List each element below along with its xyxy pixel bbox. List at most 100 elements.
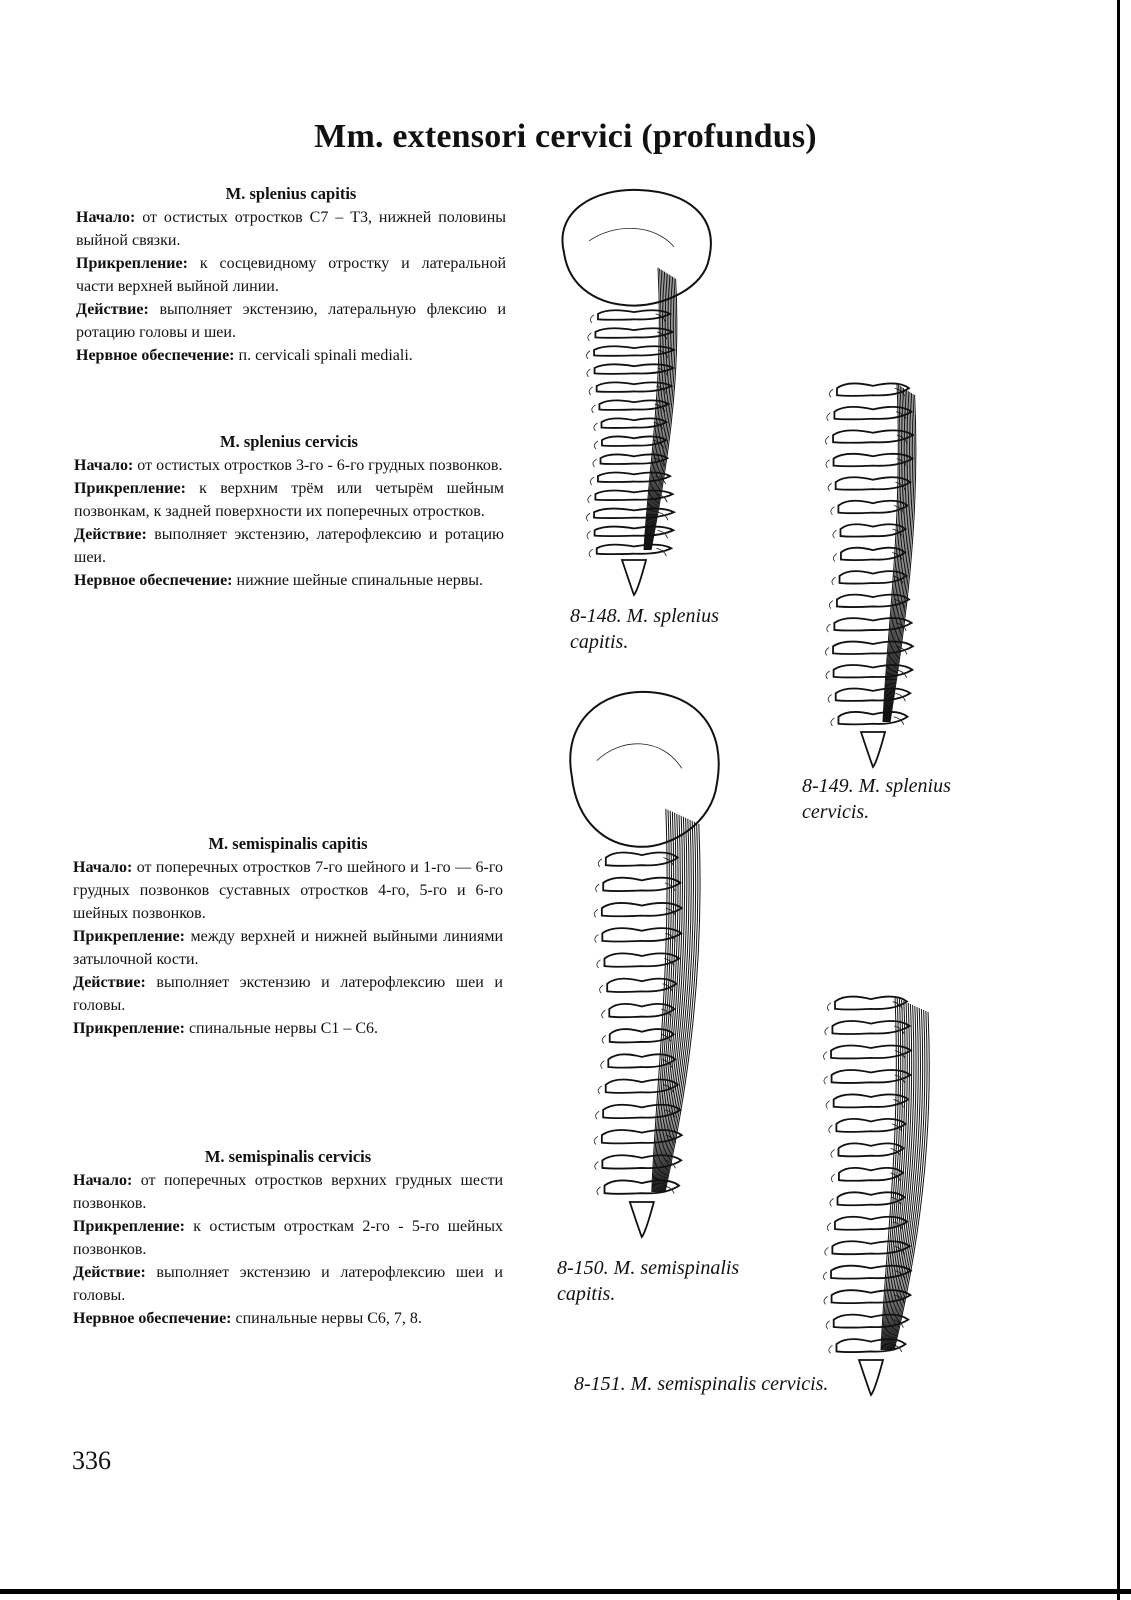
muscle-fibre	[890, 1007, 921, 1351]
caption-line: 8-151. M. semispinalis cervicis.	[574, 1373, 829, 1395]
page-title: Mm. extensori cervici (profundus)	[314, 118, 817, 155]
row-text: спинальные нервы С1 – С6.	[184, 1020, 378, 1037]
section-row: Прикрепление: спинальные нервы С1 – С6.	[73, 1017, 503, 1040]
caption-line: 8-148. M. splenius	[570, 605, 719, 627]
muscle-fibre	[891, 1008, 924, 1351]
row-text: спинальные нервы С6, 7, 8.	[231, 1310, 422, 1327]
row-text: от остистых отростков 3-го - 6-го грудны…	[133, 457, 503, 474]
muscle-fibre	[886, 390, 911, 723]
muscle-fibre	[884, 386, 904, 723]
muscle-fibre	[884, 1001, 908, 1351]
vertebra-process	[827, 692, 906, 703]
muscle-fibre	[888, 1005, 917, 1351]
muscle-fibre	[887, 1004, 915, 1351]
muscle-fibre	[644, 268, 662, 551]
row-label: Прикрепление:	[73, 928, 185, 945]
page-number: 336	[72, 1446, 111, 1475]
vertebra-process	[830, 716, 905, 727]
vertebra-shape	[608, 1002, 676, 1019]
spine-tail	[857, 1359, 885, 1397]
muscle-fibre	[653, 811, 675, 1193]
figure-semispinalis-capitis	[569, 690, 720, 1239]
caption-line: 8-149. M. splenius	[802, 775, 951, 797]
skull-shape	[569, 690, 720, 848]
muscle-fibre	[885, 388, 907, 723]
section-heading: M. semispinalis capitis	[208, 834, 368, 853]
muscle-fibre	[659, 817, 688, 1193]
row-text: от остистых отростков С7 – Т3, нижней по…	[76, 209, 506, 249]
muscle-fibre	[882, 998, 902, 1351]
skull-contour	[596, 743, 683, 769]
spine-tail	[620, 559, 648, 597]
muscle-fibre	[644, 269, 663, 551]
muscle-fibre	[886, 389, 909, 723]
vertebra-shape	[608, 1028, 676, 1044]
figure-splenius-cervicis	[825, 382, 917, 769]
row-text: от поперечных отростков верхних грудных …	[73, 1172, 503, 1212]
muscle-fibre	[655, 813, 679, 1193]
vertebra-process	[588, 547, 667, 558]
section-row: Действие: выполняет экстензию, латеральн…	[76, 298, 506, 344]
vertebra-shape	[603, 952, 681, 968]
figure-caption: 8-150. M. semispinalis capitis.	[557, 1255, 739, 1307]
section-row: Прикрепление: к верхним трём или четырём…	[74, 477, 504, 523]
muscle-fibre	[646, 271, 667, 551]
vertebra-shape	[837, 1142, 905, 1158]
figure-splenius-capitis	[561, 188, 712, 597]
row-label: Начало:	[73, 859, 133, 876]
figure-semispinalis-cervicis	[823, 995, 930, 1397]
section-splenius-cervicis: M. splenius cervicis Начало: от остистых…	[74, 430, 504, 592]
row-label: Начало:	[74, 457, 134, 474]
muscle-fibre	[653, 810, 673, 1193]
section-row: Прикрепление: к сосцевидному отростку и …	[76, 252, 506, 298]
row-label: Нервное обеспечение:	[73, 1310, 232, 1327]
row-label: Прикрепление:	[76, 255, 188, 272]
row-text: к сосцевидному отростку и латеральной ча…	[76, 255, 506, 295]
section-semispinalis-cervicis: M. semispinalis cervicis Начало: от попе…	[73, 1145, 503, 1330]
vertebra-process	[597, 857, 674, 868]
vertebra-process	[824, 1245, 905, 1256]
vertebra-shape	[830, 1069, 913, 1084]
section-row: Нервное обеспечение: п. cervicali spinal…	[76, 344, 506, 367]
figure-caption: 8-151. M. semispinalis cervicis.	[574, 1371, 828, 1397]
muscle-fibre	[889, 1006, 919, 1351]
vertebra-shape	[831, 1020, 912, 1035]
section-row: Нервное обеспечение: нижние шейные спина…	[74, 569, 504, 592]
section-row: Действие: выполняет экстензию, латерофле…	[74, 523, 504, 569]
section-heading: M. semispinalis cervicis	[204, 1147, 372, 1166]
row-label: Нервное обеспечение:	[74, 572, 233, 589]
caption-line: capitis.	[570, 631, 629, 653]
vertebra-shape	[595, 543, 674, 556]
muscle-fibre	[650, 278, 678, 551]
vertebra-shape	[833, 406, 914, 421]
muscle-fibre	[652, 809, 670, 1193]
spine-tail	[628, 1201, 655, 1239]
section-row: Действие: выполняет экстензию и латерофл…	[73, 971, 503, 1017]
vertebra-shape	[837, 499, 910, 515]
vertebra-shape	[606, 977, 678, 993]
vertebra-shape	[836, 382, 911, 397]
muscle-fibre	[648, 275, 673, 551]
caption-line: capitis.	[557, 1283, 616, 1305]
row-text: выполняет экстензию, латеральную флексию…	[76, 301, 506, 341]
vertebra-shape	[593, 345, 676, 357]
vertebra-process	[827, 481, 906, 492]
muscle-fibre	[660, 818, 690, 1193]
vertebra-shape	[594, 327, 675, 339]
caption-line: cervicis.	[802, 801, 870, 823]
vertebra-shape	[836, 1191, 906, 1207]
muscle-fibre	[657, 815, 683, 1193]
figure-caption: 8-148. M. splenius capitis.	[570, 603, 719, 655]
muscle-fibre	[647, 274, 671, 551]
skull-shape	[561, 188, 712, 307]
row-label: Действие:	[74, 526, 147, 543]
section-row: Действие: выполняет экстензию и латерофл…	[73, 1261, 503, 1307]
muscle-fibre	[646, 272, 668, 551]
section-row: Начало: от остистых отростков С7 – Т3, н…	[76, 206, 506, 252]
muscle-fibre	[664, 823, 701, 1193]
row-label: Действие:	[76, 301, 149, 318]
row-text: от поперечных отростков 7-го шейного и 1…	[73, 859, 503, 922]
row-text: выполняет экстензию и латерофлексию шеи …	[73, 974, 503, 1014]
muscle-fibre	[883, 384, 901, 723]
muscle-fibre	[883, 999, 904, 1351]
